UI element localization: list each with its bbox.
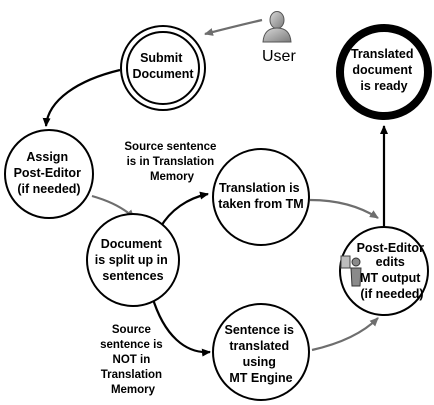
postedit-line-3: MT output [360,271,421,285]
not-in-tm-line-2: sentence is [100,339,163,351]
arrow-split-to-tm [159,191,209,229]
ready-line-3: is ready [360,79,407,93]
svg-text:Sentence is translated: Sentence is translated using MT Engine [225,323,298,385]
split-line-2: is split up in [95,253,168,267]
ready-line-1: Translated [351,47,414,61]
post-editor-node: Post-Editor edits MT output (if needed) [339,226,429,316]
arrow-split-to-mt [150,295,211,357]
svg-text:Translation is taken fro: Translation is taken from TM [218,181,303,211]
arrow-user-to-submit [204,18,263,36]
in-tm-line-1: Source sentence [124,141,216,153]
not-in-tm-line-5: Memory [111,384,156,396]
edge-label-not-in-tm: Source sentence is NOT in Translation Me… [100,324,166,396]
postedit-line-4: (if needed) [360,287,423,301]
assign-line-2: Post-Editor [14,166,81,180]
edge-label-in-tm: Source sentence is in Translation Memory [124,141,219,183]
split-line-1: Document [101,237,163,251]
submit-line-1: Submit [140,51,183,65]
not-in-tm-line-3: NOT in [113,354,151,366]
arrow-submit-to-assign [42,68,121,127]
ready-line-2: document [352,63,413,77]
tm-line-2: taken from TM [218,197,303,211]
user-icon [262,11,292,43]
tm-line-1: Translation is [219,181,300,195]
assign-line-3: (if needed) [17,182,80,196]
post-editor-icon [340,255,362,287]
translation-from-tm-node: Translation is taken from TM [212,148,310,246]
arrow-mt-to-postedit [311,317,379,352]
in-tm-line-2: is in Translation [127,156,215,168]
svg-text:Post-Editor edits: Post-Editor edits MT output (if needed) [357,241,428,301]
assign-post-editor-node: Assign Post-Editor (if needed) [4,129,94,219]
svg-text:Submit Document: Submit Document [132,51,194,81]
in-tm-line-3: Memory [150,171,195,183]
submit-line-2: Document [132,67,194,81]
arrow-tm-to-postedit [309,198,379,219]
split-line-3: sentences [102,269,163,283]
document-split-node: Document is split up in sentences [86,213,180,307]
mt-line-2: translated [229,339,289,353]
user-label: User [262,48,296,65]
mt-line-1: Sentence is [225,323,295,337]
svg-text:Assign Post-Editor: Assign Post-Editor (if needed) [14,150,85,196]
postedit-line-1: Post-Editor [357,241,424,255]
not-in-tm-line-4: Translation [101,369,162,381]
svg-text:Document is split up in: Document is split up in sentences [95,237,171,283]
mt-line-4: MT Engine [229,371,292,385]
mt-line-3: using [243,355,276,369]
svg-text:Translated document: Translated document is ready [351,47,417,93]
assign-line-1: Assign [26,150,68,164]
submit-document-node: Submit Document [120,25,206,111]
postedit-line-2: edits [376,255,405,269]
mt-engine-node: Sentence is translated using MT Engine [212,303,310,401]
translated-document-ready-node: Translated document is ready [336,24,432,120]
not-in-tm-line-1: Source [112,324,151,336]
